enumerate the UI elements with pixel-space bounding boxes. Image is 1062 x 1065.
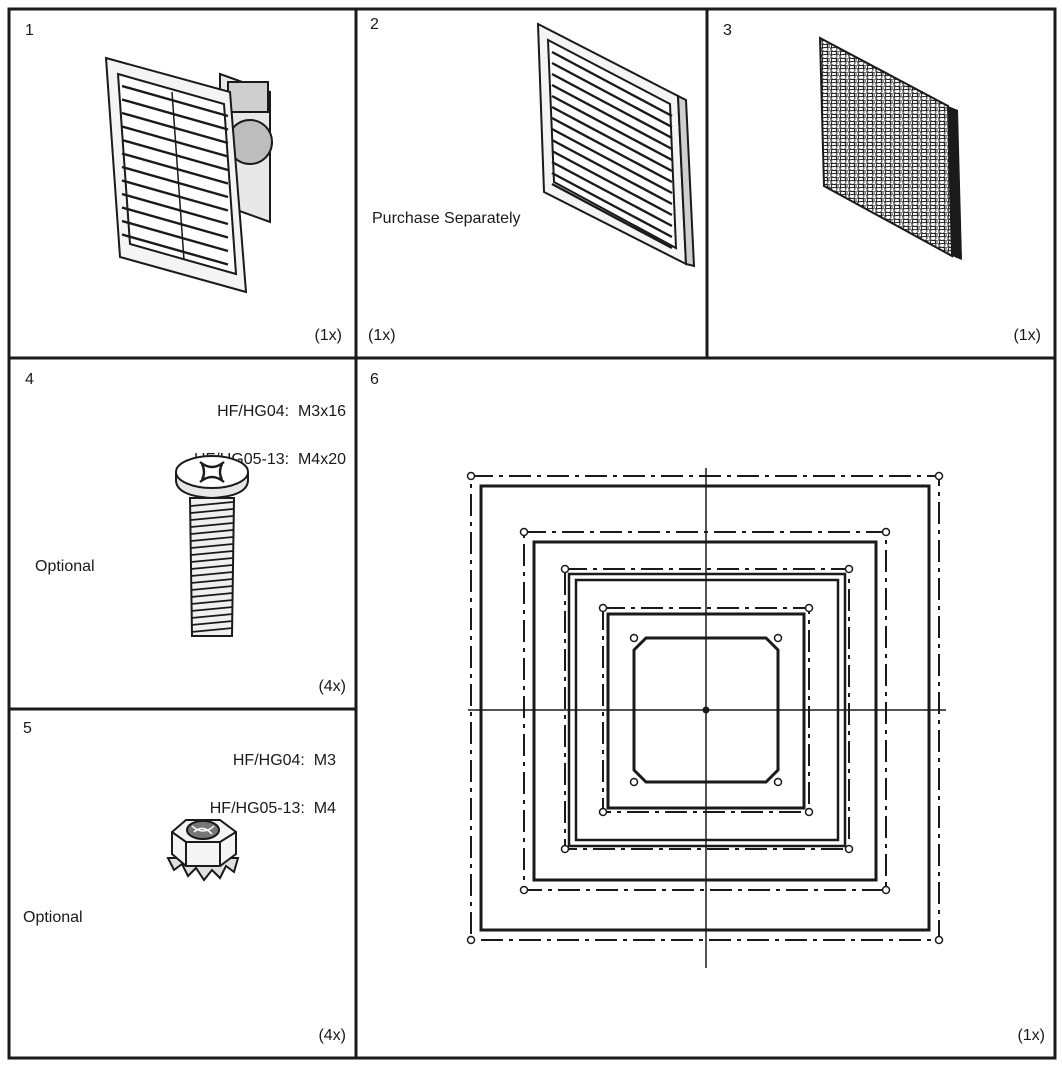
optional-note: Optional	[23, 909, 83, 926]
item-quantity: (1x)	[368, 327, 396, 344]
item-number: 4	[25, 371, 34, 388]
item-quantity: (1x)	[314, 327, 342, 344]
purchase-note: Purchase Separately	[372, 210, 521, 227]
spec-line: HF/HG04: M3x16	[217, 403, 346, 420]
item-number: 2	[370, 16, 379, 33]
item-quantity: (4x)	[318, 1027, 346, 1044]
panel-1: 1 (1x)	[9, 9, 356, 358]
item-number: 5	[23, 720, 32, 737]
filter-mat-icon	[818, 36, 962, 260]
nut-icon	[166, 819, 240, 882]
cutout-template-icon	[466, 468, 946, 968]
panel-5: 5 HF/HG04: M3 HF/HG05-13: M4 Optional (4…	[9, 709, 356, 1058]
item-quantity: (4x)	[318, 678, 346, 695]
filter-grille-icon	[536, 22, 696, 268]
item-number: 1	[25, 22, 34, 39]
nut-spec: HF/HG04: M3 HF/HG05-13: M4	[210, 721, 336, 849]
panel-2: 2 Purchase Separately (1x)	[356, 9, 707, 358]
item-number: 3	[723, 22, 732, 39]
spec-line: HF/HG04: M3	[232, 752, 336, 769]
panel-3: 3 (1x)	[707, 9, 1055, 358]
fan-filter-unit-icon	[104, 56, 273, 294]
item-quantity: (1x)	[1013, 327, 1041, 344]
screw-icon	[175, 455, 249, 637]
item-number: 6	[370, 371, 379, 388]
item-quantity: (1x)	[1017, 1027, 1045, 1044]
panel-6: 6 (1x)	[356, 358, 1055, 1058]
optional-note: Optional	[35, 558, 95, 575]
spec-line: HF/HG05-13: M4	[209, 800, 336, 817]
